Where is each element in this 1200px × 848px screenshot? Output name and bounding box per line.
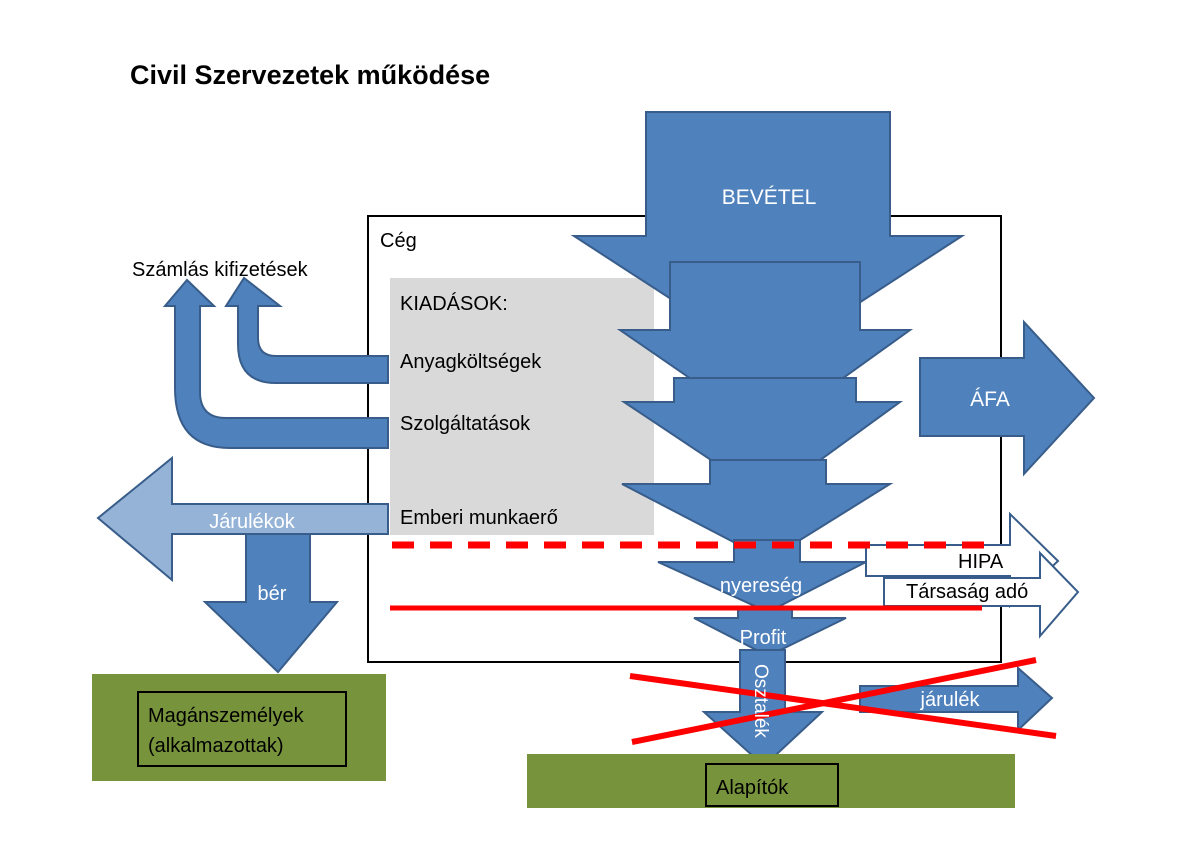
cross-line-1: [629, 673, 1057, 739]
revenue-arrow: [570, 111, 966, 364]
contributions-label: Járulékok: [209, 511, 296, 533]
page-title: Civil Szervezetek működése: [130, 60, 491, 90]
private-persons-label-line1: Magánszemélyek: [148, 705, 305, 727]
labor-label: Emberi munkaerő: [400, 507, 558, 529]
vat-arrow: [919, 319, 1096, 477]
services-label: Szolgáltatások: [400, 413, 531, 435]
cross-line-2: [631, 657, 1037, 745]
company-label: Cég: [380, 230, 417, 252]
private-persons-box: [137, 691, 347, 767]
expenses-heading: KIADÁSOK:: [400, 292, 508, 315]
contribution-small-label: járulék: [920, 689, 981, 711]
revenue-chevron-4: [621, 459, 894, 562]
contributions-arrow: [96, 455, 389, 583]
founders-label: Alapítók: [716, 777, 789, 799]
material-costs-payment-arrow: [224, 276, 389, 384]
private-persons-area: [92, 674, 386, 781]
founders-box: [705, 763, 839, 807]
expenses-box: [390, 278, 654, 535]
dividend-label: Osztalék: [750, 664, 771, 738]
earnings-label: nyereség: [720, 575, 802, 597]
vat-label: ÁFA: [970, 388, 1010, 411]
material-costs-label: Anyagköltségek: [400, 351, 542, 373]
private-persons-label-line2: (alkalmazottak): [148, 735, 284, 757]
wage-arrow: [202, 533, 340, 674]
profit-label: Profit: [740, 627, 787, 649]
revenue-chevron-3: [620, 377, 904, 500]
invoice-payments-label: Számlás kifizetések: [132, 259, 309, 281]
local-tax-label: HIPA: [958, 551, 1004, 573]
earnings-arrow: [657, 539, 867, 614]
services-payment-arrow: [162, 278, 389, 449]
wage-label: bér: [258, 583, 287, 605]
corporate-tax-label: Társaság adó: [906, 581, 1028, 603]
revenue-label: BEVÉTEL: [722, 186, 817, 209]
dividend-arrow: [701, 649, 825, 768]
